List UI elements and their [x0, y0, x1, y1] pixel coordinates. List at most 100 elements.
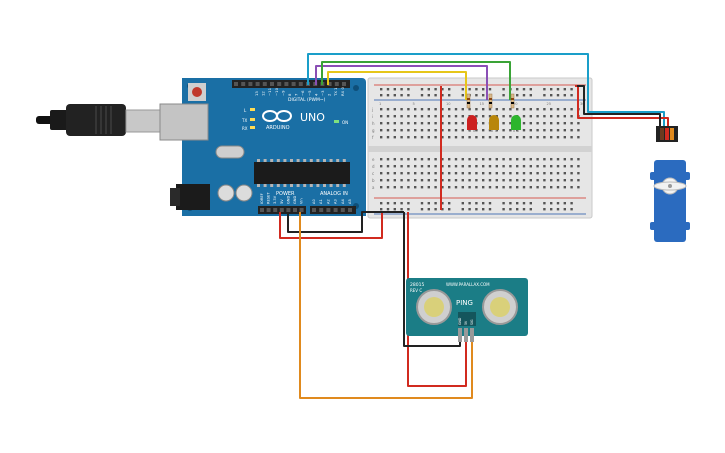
breadboard-hole [380, 165, 383, 168]
breadboard-hole [393, 179, 396, 182]
breadboard-hole [448, 115, 451, 118]
led-tx-label: TX [241, 118, 247, 123]
power-pin-label: 3.3V [273, 195, 277, 204]
led-l-label: L [244, 108, 247, 113]
breadboard-hole [461, 165, 464, 168]
breadboard-hole [461, 122, 464, 125]
breadboard-hole [414, 129, 417, 132]
breadboard-hole [495, 172, 498, 175]
breadboard-hole [461, 186, 464, 189]
breadboard-hole [386, 108, 390, 111]
power-pin-label: IOREF [260, 193, 264, 204]
breadboard-hole [434, 108, 437, 111]
breadboard-hole [516, 88, 519, 91]
breadboard-hole [509, 172, 512, 175]
breadboard-hole [495, 165, 498, 168]
breadboard-hole [529, 108, 532, 111]
breadboard-hole [427, 158, 430, 161]
breadboard-hole [468, 186, 471, 189]
digital-pin-label: TX 1 [333, 87, 338, 97]
breadboard-hole [427, 108, 430, 111]
breadboard-hole [380, 186, 383, 189]
header-hole [340, 208, 345, 212]
breadboard-hole [543, 179, 546, 182]
breadboard-hole [434, 172, 437, 175]
breadboard-hole [570, 165, 573, 168]
breadboard-hole [482, 165, 485, 168]
resistor-band [511, 102, 514, 104]
led-1 [489, 115, 499, 130]
analog-label: ANALOG IN [320, 191, 348, 197]
breadboard-row-letter: g [372, 128, 375, 133]
breadboard-hole [427, 122, 430, 125]
breadboard-hole [563, 129, 566, 132]
breadboard-hole [407, 136, 410, 139]
breadboard-hole [550, 208, 553, 211]
breadboard-hole [509, 165, 512, 168]
header-hole [234, 82, 238, 86]
digital-pin-label: ~9 [280, 90, 285, 96]
breadboard-hole [563, 122, 566, 125]
breadboard-hole [427, 208, 430, 211]
breadboard-hole [400, 165, 403, 168]
breadboard-hole [556, 172, 560, 175]
power-pin-label: GND [293, 196, 297, 204]
breadboard-hole [448, 158, 451, 161]
chip-pin [316, 159, 320, 162]
led-on-label: ON [342, 120, 348, 125]
breadboard-column-number: 20 [513, 102, 518, 106]
breadboard-hole [393, 136, 396, 139]
breadboard-hole [529, 94, 532, 97]
breadboard-hole [570, 172, 573, 175]
breadboard-hole [556, 136, 560, 139]
header-hole [279, 208, 284, 212]
breadboard-hole [441, 115, 444, 118]
wire-red-power [279, 212, 383, 239]
breadboard-hole [495, 186, 498, 189]
breadboard-hole [495, 108, 498, 111]
breadboard-hole [543, 108, 546, 111]
breadboard-hole [570, 179, 573, 182]
breadboard-hole [427, 202, 430, 205]
chip-pin [263, 159, 267, 162]
breadboard-hole [543, 208, 546, 211]
breadboard-hole [570, 88, 573, 91]
breadboard-hole [414, 179, 417, 182]
breadboard-hole [529, 208, 532, 211]
breadboard-hole [400, 129, 403, 132]
breadboard-row-letter: c [372, 171, 374, 176]
breadboard-hole [434, 165, 437, 168]
breadboard-hole [380, 94, 383, 97]
chip-pin [303, 159, 307, 162]
breadboard-hole [427, 165, 430, 168]
breadboard-hole [434, 202, 437, 205]
breadboard-hole [468, 172, 471, 175]
breadboard-hole [407, 122, 410, 125]
wire-orange-signal [299, 212, 473, 399]
servo-motor [650, 126, 690, 242]
breadboard-hole [461, 129, 464, 132]
arduino-logo-text: ARDUINO [266, 125, 290, 131]
breadboard-hole [563, 115, 566, 118]
breadboard-hole [502, 136, 505, 139]
breadboard-hole [434, 208, 437, 211]
header-hole [262, 82, 267, 86]
breadboard-hole [475, 165, 478, 168]
breadboard-hole [495, 158, 498, 161]
chip-pin [270, 184, 274, 187]
breadboard-hole [407, 94, 410, 97]
digital-pin-label: 13 [254, 91, 259, 96]
breadboard-hole [400, 94, 403, 97]
breadboard-hole [543, 186, 546, 189]
breadboard-hole [502, 115, 505, 118]
breadboard-hole [386, 129, 390, 132]
sensor-pin-label: SIG [470, 319, 474, 325]
breadboard-hole [502, 208, 505, 211]
breadboard-hole [414, 186, 417, 189]
breadboard-hole [556, 88, 560, 91]
breadboard-hole [488, 172, 492, 175]
digital-pin-label: 8 [287, 93, 292, 96]
breadboard-hole [414, 165, 417, 168]
chip-pin [296, 184, 300, 187]
breadboard-hole [495, 136, 498, 139]
